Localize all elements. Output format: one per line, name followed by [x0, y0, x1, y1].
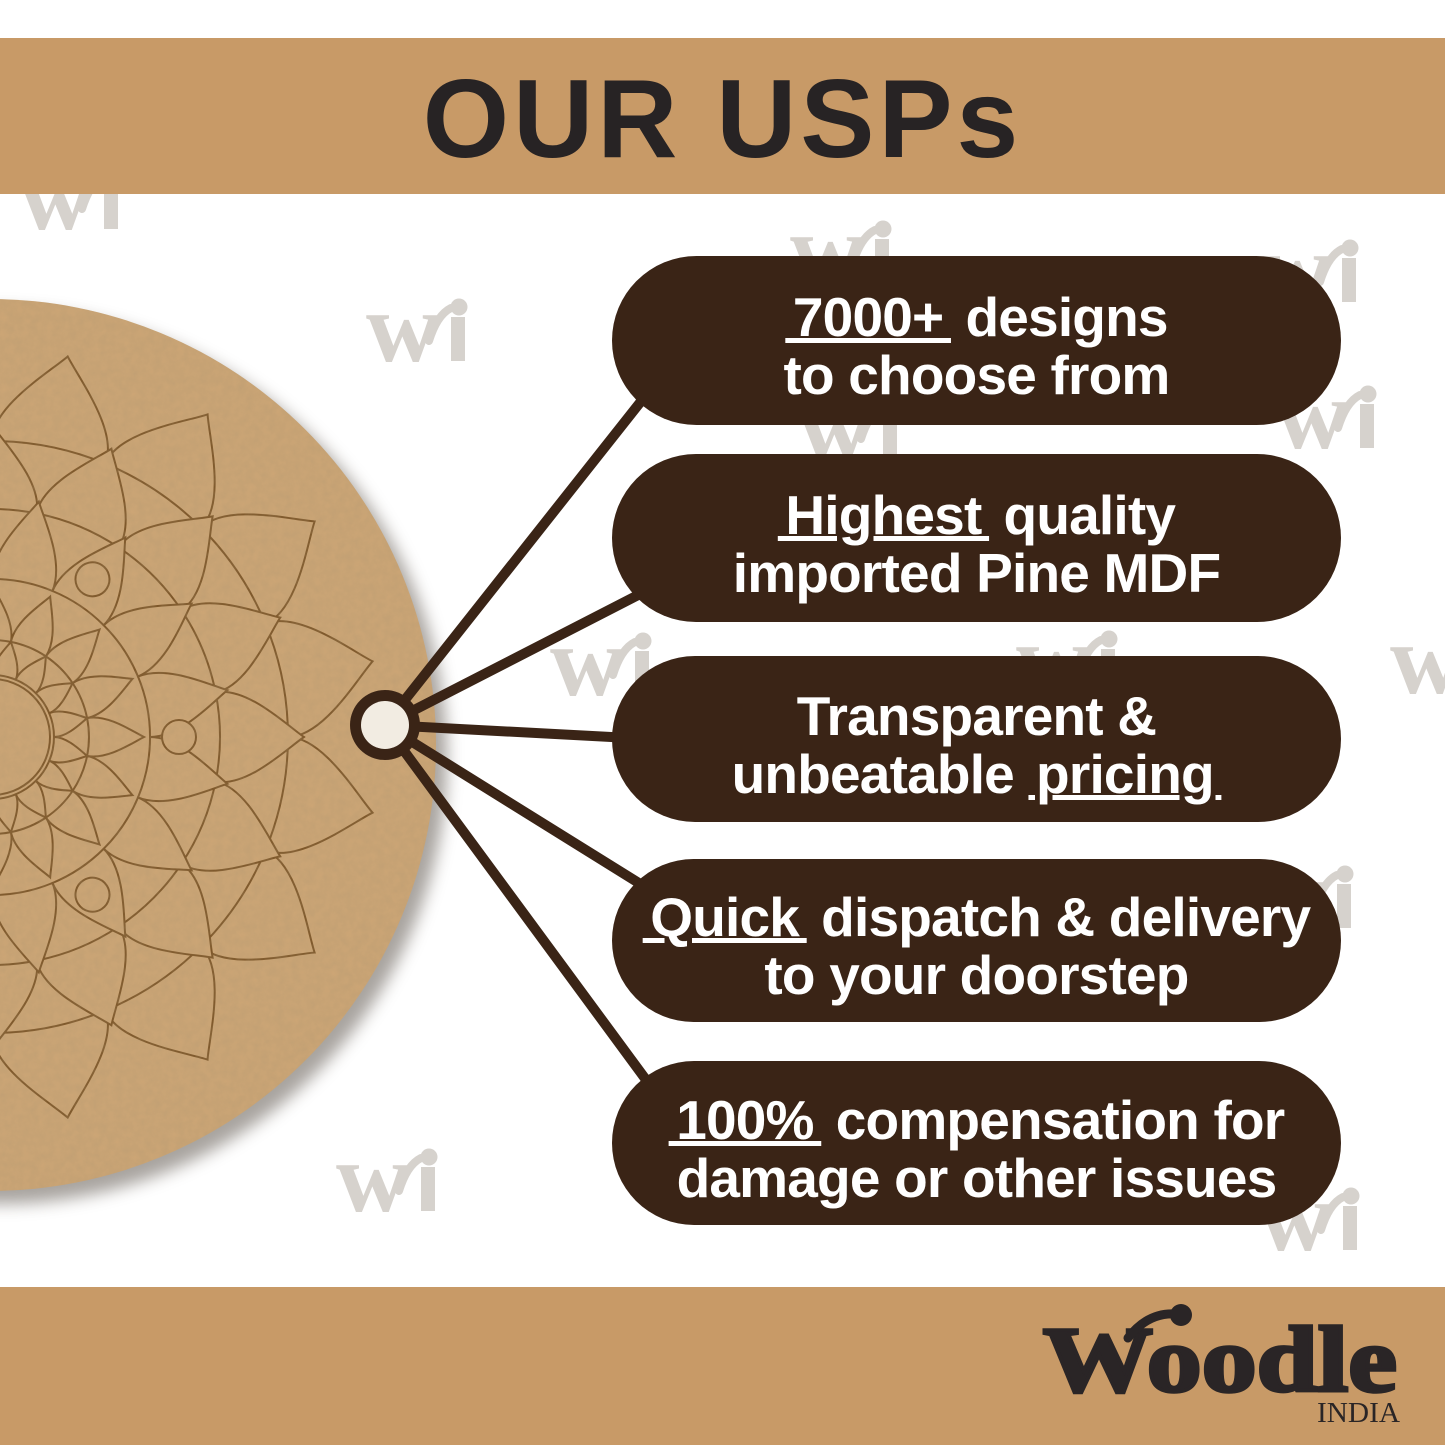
svg-text:INDIA: INDIA	[1317, 1398, 1401, 1429]
svg-text:Woodle: Woodle	[1043, 1309, 1397, 1412]
